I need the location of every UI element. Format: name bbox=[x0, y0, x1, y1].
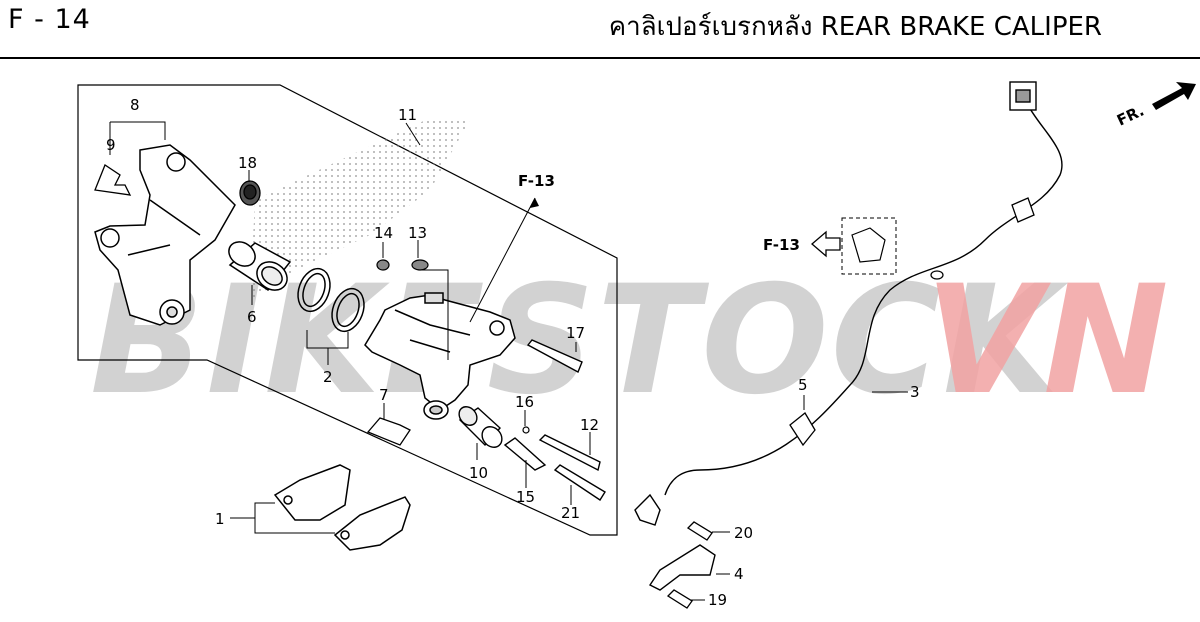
callout-15: 15 bbox=[516, 488, 535, 506]
small-part-16 bbox=[522, 426, 530, 434]
piston-seal-set bbox=[297, 267, 365, 333]
pin-part-15 bbox=[503, 437, 547, 471]
pad-spring bbox=[366, 417, 411, 446]
header-rule bbox=[0, 57, 1200, 59]
reference-top-arrowhead-icon bbox=[530, 198, 539, 208]
callout-21: 21 bbox=[561, 504, 580, 522]
sensor-bracket bbox=[648, 544, 716, 591]
reference-label-left: F-13 bbox=[763, 236, 800, 254]
callout-3: 3 bbox=[910, 383, 920, 401]
callout-14: 14 bbox=[374, 224, 393, 242]
front-direction bbox=[1152, 82, 1196, 110]
pin-bolt-21 bbox=[553, 464, 606, 501]
callout-10: 10 bbox=[469, 464, 488, 482]
bolt-20 bbox=[686, 521, 713, 541]
boot-part bbox=[239, 180, 261, 206]
caliper-assembly-outline bbox=[77, 84, 618, 536]
caliper-bracket bbox=[94, 144, 236, 326]
page-title: คาลิเปอร์เบรกหลัง REAR BRAKE CALIPER bbox=[608, 12, 1102, 42]
page-header: F - 14 คาลิเปอร์เบรกหลัง REAR BRAKE CALI… bbox=[0, 0, 1200, 59]
reference-top-arrow bbox=[469, 197, 536, 323]
reference-clip-icon bbox=[851, 227, 886, 263]
reference-arrow-icon bbox=[811, 230, 841, 258]
callout-11: 11 bbox=[398, 106, 417, 124]
dotted-shading bbox=[250, 118, 470, 300]
wire-grommet bbox=[930, 270, 944, 280]
callout-19: 19 bbox=[708, 591, 727, 609]
speed-sensor bbox=[634, 493, 661, 526]
callout-5: 5 bbox=[798, 376, 808, 394]
watermark-text-accent: VN bbox=[925, 254, 1171, 428]
callout-7: 7 bbox=[379, 386, 389, 404]
callout-2: 2 bbox=[323, 368, 333, 386]
callout-4: 4 bbox=[734, 565, 744, 583]
reference-box bbox=[841, 217, 897, 275]
callout-8: 8 bbox=[130, 96, 140, 114]
page-code: F - 14 bbox=[8, 4, 91, 35]
wire-clamp bbox=[789, 412, 816, 447]
brake-pad-set bbox=[273, 464, 411, 551]
wire-clip bbox=[1011, 197, 1035, 223]
callout-6: 6 bbox=[247, 308, 257, 326]
front-arrow-icon bbox=[1152, 82, 1196, 110]
wire-connector bbox=[1009, 81, 1037, 111]
pin-bolt-17 bbox=[526, 339, 583, 373]
bracket-retainer-clip bbox=[94, 164, 132, 196]
callout-17: 17 bbox=[566, 324, 585, 342]
piston-part bbox=[228, 241, 292, 292]
caliper-body bbox=[364, 292, 516, 420]
reference-label-top: F-13 bbox=[518, 172, 555, 190]
callout-9: 9 bbox=[106, 136, 116, 154]
callout-16: 16 bbox=[515, 393, 534, 411]
sensor-wire bbox=[664, 99, 1063, 496]
callout-20: 20 bbox=[734, 524, 753, 542]
callout-13: 13 bbox=[408, 224, 427, 242]
front-label: FR. bbox=[1114, 102, 1147, 130]
callout-12: 12 bbox=[580, 416, 599, 434]
callout-18: 18 bbox=[238, 154, 257, 172]
bleeder-screw bbox=[376, 259, 429, 271]
sleeve-part bbox=[458, 406, 503, 448]
callout-1: 1 bbox=[215, 510, 225, 528]
pin-bolt-12 bbox=[538, 434, 601, 472]
bolt-19 bbox=[666, 589, 693, 609]
leader-lines bbox=[109, 121, 908, 601]
